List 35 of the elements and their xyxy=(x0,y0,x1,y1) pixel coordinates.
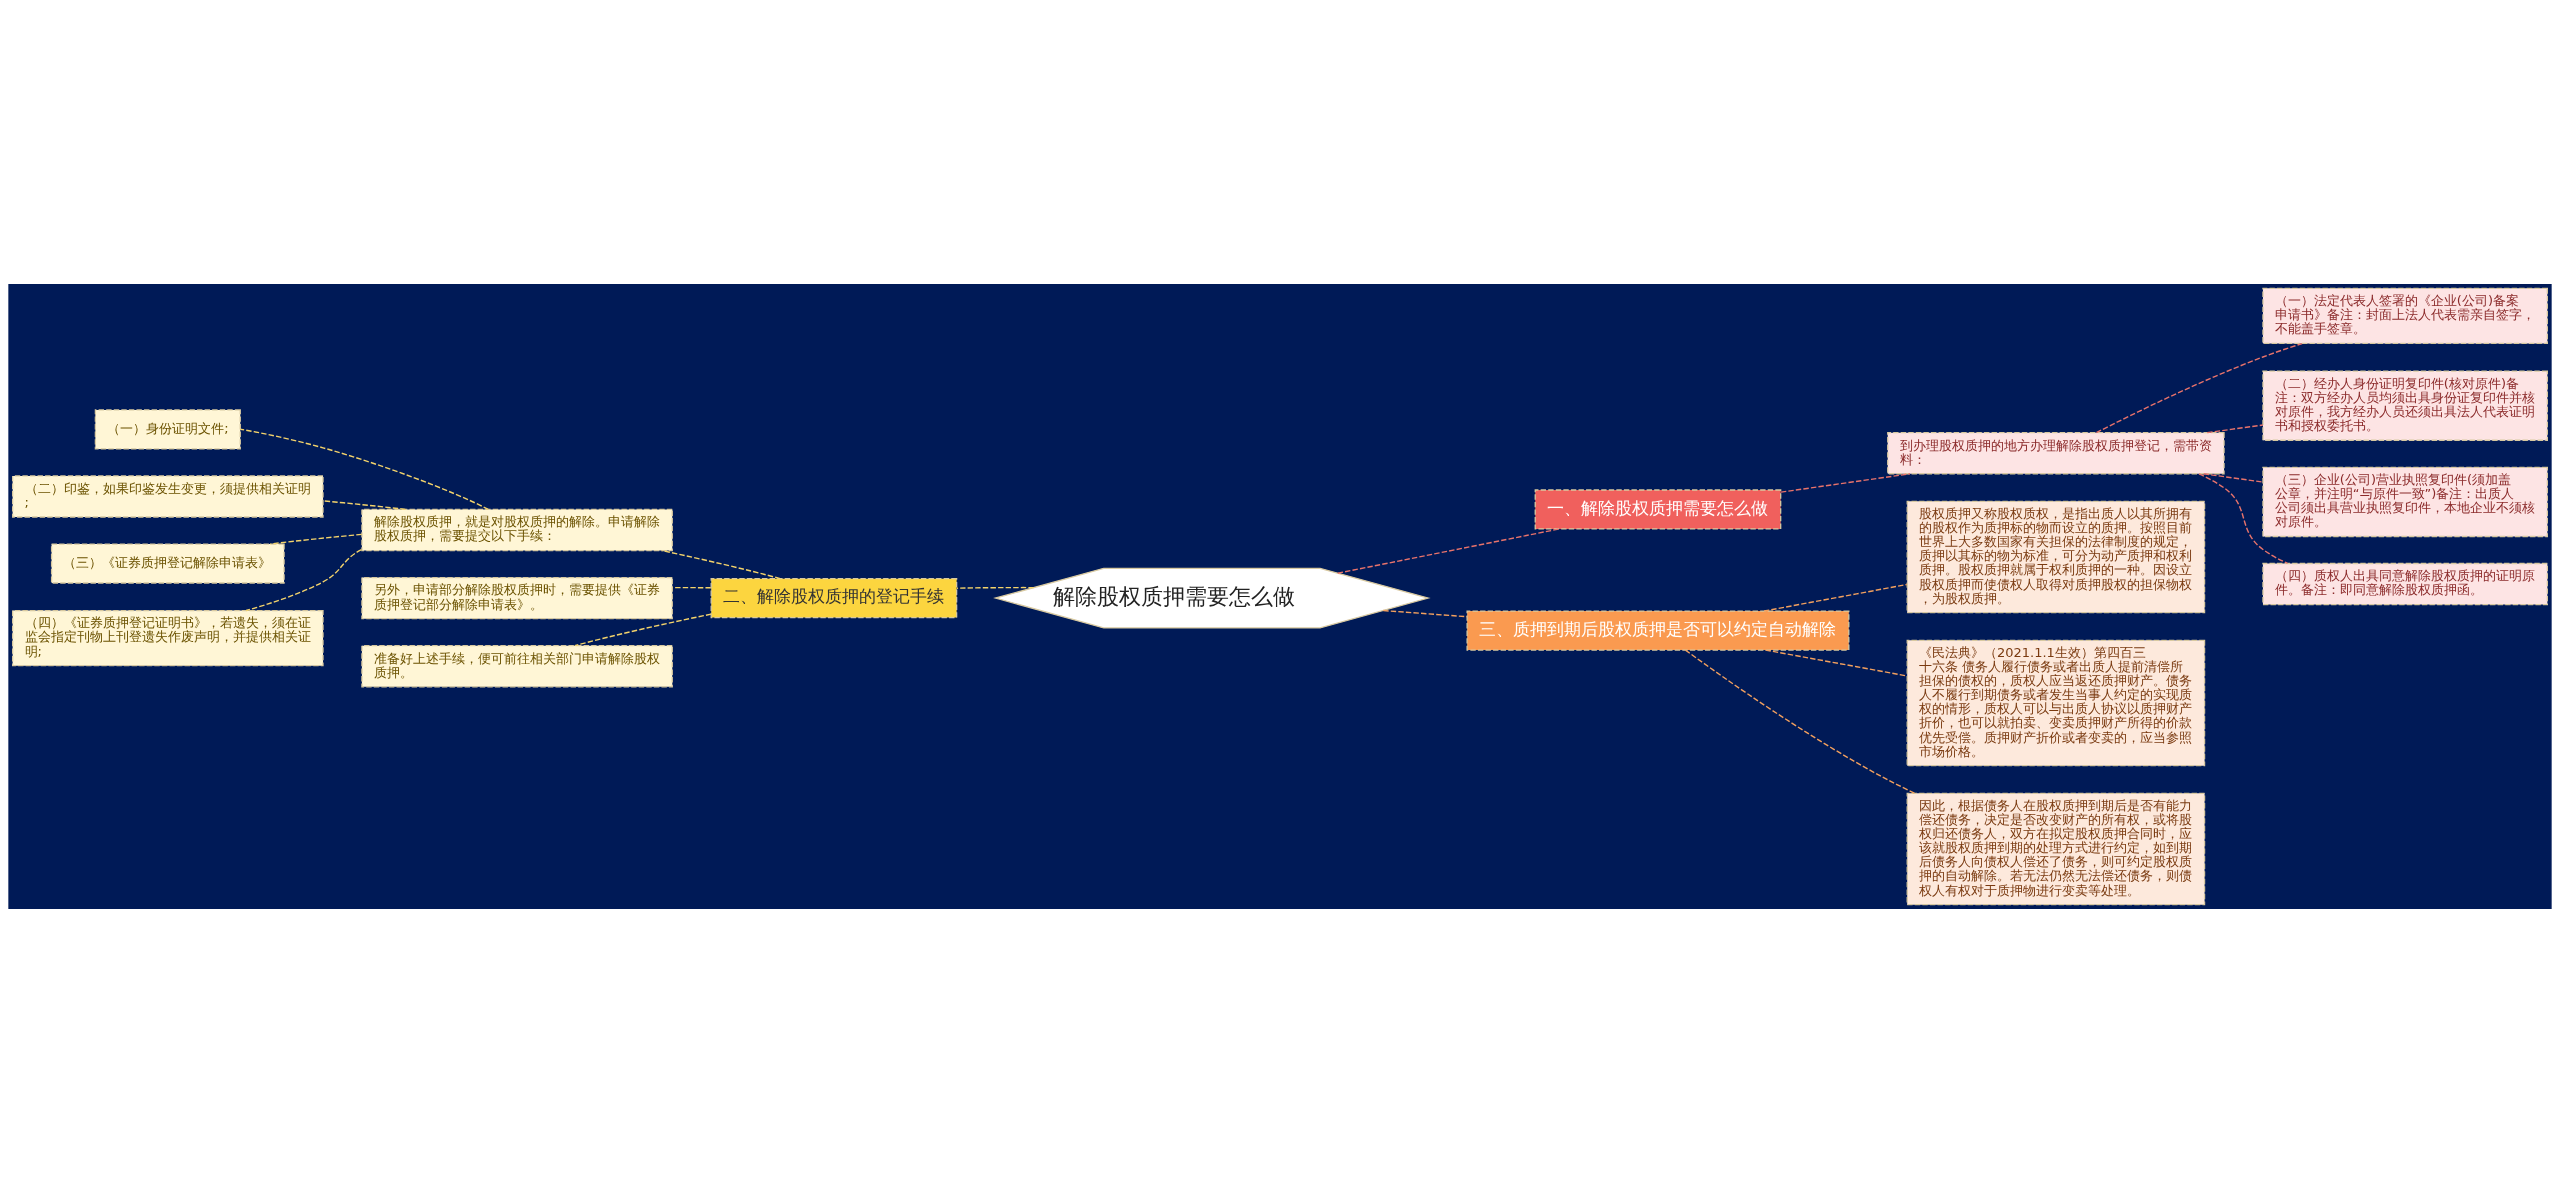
node-box: （一）身份证明文件; xyxy=(94,409,241,450)
connector xyxy=(239,428,489,511)
node-box: （三）《证券质押登记解除申请表》 xyxy=(50,543,285,584)
node-box: 一、解除股权质押需要怎么做 xyxy=(1534,489,1782,530)
node-box: 股权质押又称股权质权，是指出质人以其所拥有的股权作为质押标的物而设立的质押。按照目前世界上大多数国家有关担保的法律制度的规定，质押以其标的物为标准，可分为动产质押和权利质押。股权质押就属于权利质押的一种。因设立股权质押而使债权人取得对质押股权的担保物权，为股权质押。 xyxy=(1906,500,2206,614)
connector xyxy=(1764,649,1908,677)
connector xyxy=(245,549,363,612)
connector xyxy=(956,586,1035,589)
node-box: （二）印鉴，如果印鉴发生变更，须提供相关证明; xyxy=(12,475,324,518)
node-box: 《民法典》（2021.1.1生效）第四百三十六条 债务人履行债务或者出质人提前清偿所担保的债权的，质权人应当返还质押财产。债务人不履行到期债务或者发生当事人约定的实现质权的情形，质权人可以与出质人协议以质押财产折价，也可以就拍卖、变卖质押财产所得的价款优先受偿。质押财产折价或者变卖的，应当参照市场价格。 xyxy=(1906,639,2206,767)
node-box: （二）经办人身份证明复印件(核对原件)备注：双方经办人员均须出具身份证复印件并核对原件，我方经办人员还须出具法人代表证明书和授权委托书。 xyxy=(2262,370,2548,441)
connector xyxy=(322,500,407,511)
node-box: 准备好上述手续，便可前往相关部门申请解除股权质押。 xyxy=(361,645,673,688)
node-box: 解除股权质押，就是对股权质押的解除。申请解除股权质押，需要提交以下手续： xyxy=(361,508,673,552)
connector xyxy=(269,533,363,545)
node-box: 三、质押到期后股权质押是否可以约定自动解除 xyxy=(1466,610,1850,651)
connector xyxy=(661,549,781,580)
connector xyxy=(2206,424,2264,434)
node-box: 另外，申请部分解除股权质押时，需要提供《证券质押登记部分解除申请表》。 xyxy=(361,576,673,620)
node-box: 到办理股权质押的地方办理解除股权质押登记，需带资料： xyxy=(1887,432,2225,475)
connector xyxy=(1763,583,1908,612)
node-box: 因此，根据债务人在股权质押到期后是否有能力偿还债务，决定是否改变财产的所有权，或将股权归还债务人，双方在拟定股权质押合同时，应该就股权质押到期的处理方式进行约定，如到期后债务人向债权人偿还了债务，则可约定股权质押的自动解除。若无法仍然无法偿还债务，则债权人有权对于质押物进行变卖等处理。 xyxy=(1906,792,2206,906)
connector xyxy=(1382,609,1468,618)
connector xyxy=(2198,473,2289,565)
connector xyxy=(2202,473,2264,483)
node-box: （四）质权人出具同意解除股权质押的证明原件。备注：即同意解除股权质押函。 xyxy=(2262,562,2548,606)
connector xyxy=(1337,528,1561,574)
connector xyxy=(1780,473,1911,493)
node-box: （三）企业(公司)营业执照复印件(须加盖公章，并注明“与原件一致”)备注：出质人公司须出具营业执照复印件，本地企业不须核对原件。 xyxy=(2262,466,2548,538)
connector xyxy=(2095,342,2303,434)
connector xyxy=(1684,649,1916,794)
node-box: （四）《证券质押登记证明书》，若遗失，须在证监会指定刊物上刊登遗失作废声明，并提供相关证明; xyxy=(12,609,324,667)
node-box: 二、解除股权质押的登记手续 xyxy=(710,578,958,619)
connector xyxy=(671,586,712,589)
node-box: （一）法定代表人签署的《企业(公司)备案申请书》备注：封面上法人代表需亲自签字，不能盖手签章。 xyxy=(2262,287,2548,345)
